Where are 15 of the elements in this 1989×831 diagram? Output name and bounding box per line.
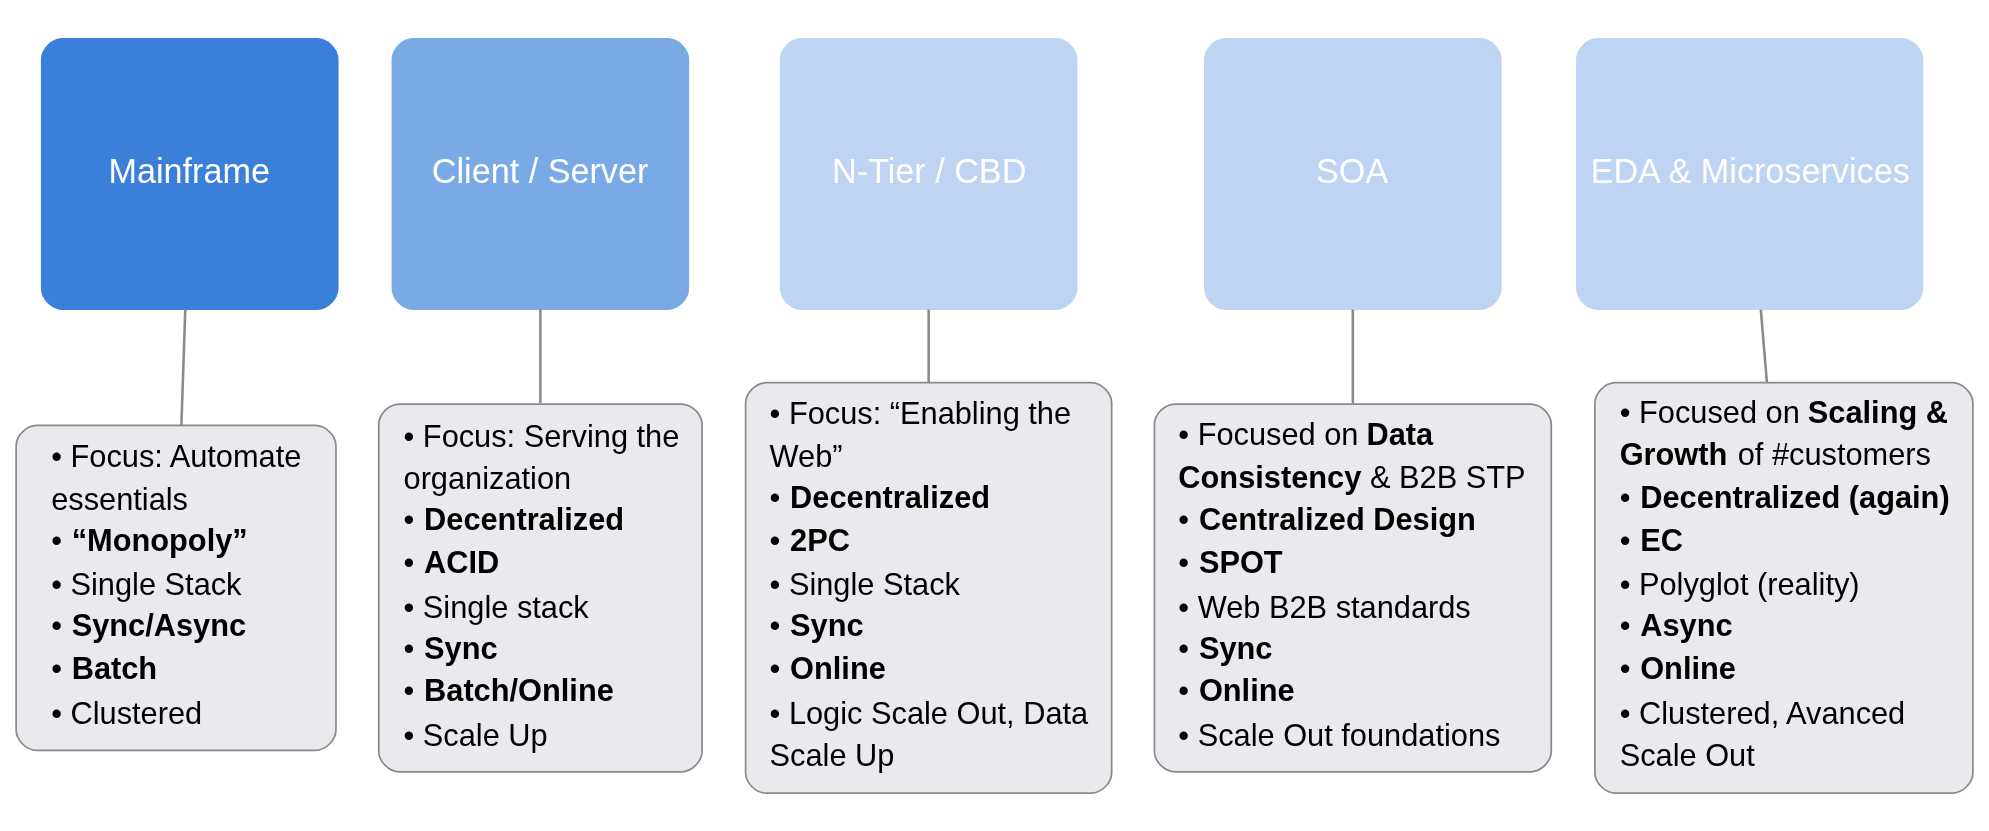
- node-box: Client / Server: [391, 37, 690, 310]
- connector: [1351, 309, 1355, 403]
- node-box: • Focus: “Enabling the Web” • Decentralized • 2PC • Single Stack • Sync • Online • Logic Scale Out, Data Scale Up: [744, 381, 1113, 794]
- node-box: • Focused on Data Consistency & B2B STP • Centralized Design • SPOT • Web B2B standards • Sync • Online • Scale Out foundations: [1153, 402, 1553, 773]
- node-box: • Focused on Scaling & Growth of #customers • Decentralized (again) • EC • Polyglot (reality) • Async • Online • Clustered, Avanced Scale Out: [1594, 381, 1974, 794]
- connector: [927, 309, 930, 383]
- node-box: • Focus: Automate essentials • “Monopoly” • Single Stack • Sync/Async • Batch • Clustered: [15, 424, 337, 751]
- node-box: • Focus: Serving the organization • Decentralized • ACID • Single stack • Sync • Batch/Online • Scale Up: [377, 402, 703, 773]
- connector: [180, 308, 187, 425]
- connector: [539, 309, 542, 403]
- node-box: Mainframe: [40, 37, 339, 310]
- node-box: EDA & Microservices: [1576, 37, 1924, 310]
- node-box: SOA: [1204, 37, 1502, 310]
- node-box: N-Tier / CBD: [779, 37, 1078, 310]
- connector: [1759, 308, 1769, 383]
